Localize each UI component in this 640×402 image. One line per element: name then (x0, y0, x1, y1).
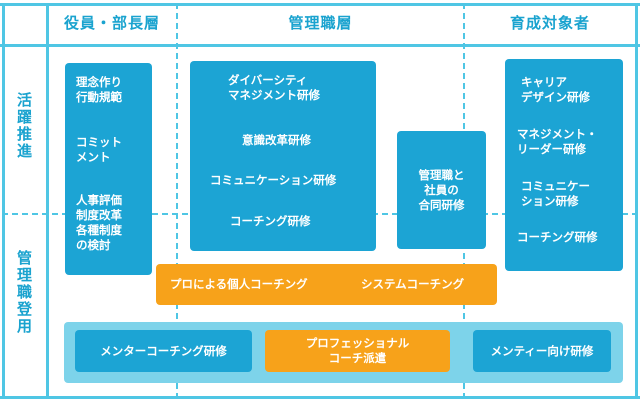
header-managers: 管理職層 (288, 13, 353, 32)
executive-box: 理念作り 行動規範 コミット メント 人事評価 制度改革 各種制度 の検討 (65, 63, 152, 275)
coaching-bar-individual: プロによる個人コーチング (170, 277, 308, 291)
right-border (635, 3, 638, 399)
mentor-coaching-box: メンターコーチング研修 (75, 330, 252, 372)
candidate-item-communication: コミュニケー ション研修 (521, 179, 590, 208)
manager-item-coaching: コーチング研修 (230, 214, 311, 228)
column-divider-1 (176, 3, 178, 399)
executive-item-philosophy: 理念作り 行動規範 (76, 75, 122, 104)
header-candidates: 育成対象者 (509, 13, 590, 32)
candidate-item-management: マネジメント・ リーダー研修 (517, 127, 598, 156)
bottom-border (0, 396, 640, 399)
header-divider (0, 44, 640, 47)
manager-item-communication: コミュニケーション研修 (210, 173, 337, 187)
header-executives: 役員・部長層 (63, 13, 160, 32)
left-border (2, 3, 5, 399)
joint-training-box: 管理職と 社員の 合同研修 (397, 131, 486, 249)
candidate-box: キャリア デザイン研修 マネジメント・ リーダー研修 コミュニケー ション研修 … (505, 59, 623, 271)
label-column-divider (46, 3, 49, 399)
row-label-manager-appointment: 管理職登用 (15, 250, 33, 335)
manager-box: ダイバーシティ マネジメント研修 意識改革研修 コミュニケーション研修 コーチン… (190, 61, 376, 251)
coaching-bar: プロによる個人コーチング システムコーチング (156, 264, 497, 305)
candidate-item-career: キャリア デザイン研修 (521, 75, 590, 104)
candidate-item-coaching: コーチング研修 (517, 230, 598, 244)
mentee-training-box: メンティー向け研修 (473, 330, 611, 372)
executive-item-commitment: コミット メント (76, 135, 122, 164)
row-label-active-promotion: 活躍推進 (15, 92, 33, 160)
coach-dispatch-box: プロフェッショナル コーチ派遣 (265, 330, 450, 372)
coaching-bar-system: システムコーチング (361, 277, 465, 291)
executive-item-evaluation: 人事評価 制度改革 各種制度 の検討 (76, 193, 122, 252)
manager-item-mindset: 意識改革研修 (242, 133, 311, 147)
top-border (0, 3, 640, 6)
manager-item-diversity: ダイバーシティ マネジメント研修 (228, 73, 320, 102)
